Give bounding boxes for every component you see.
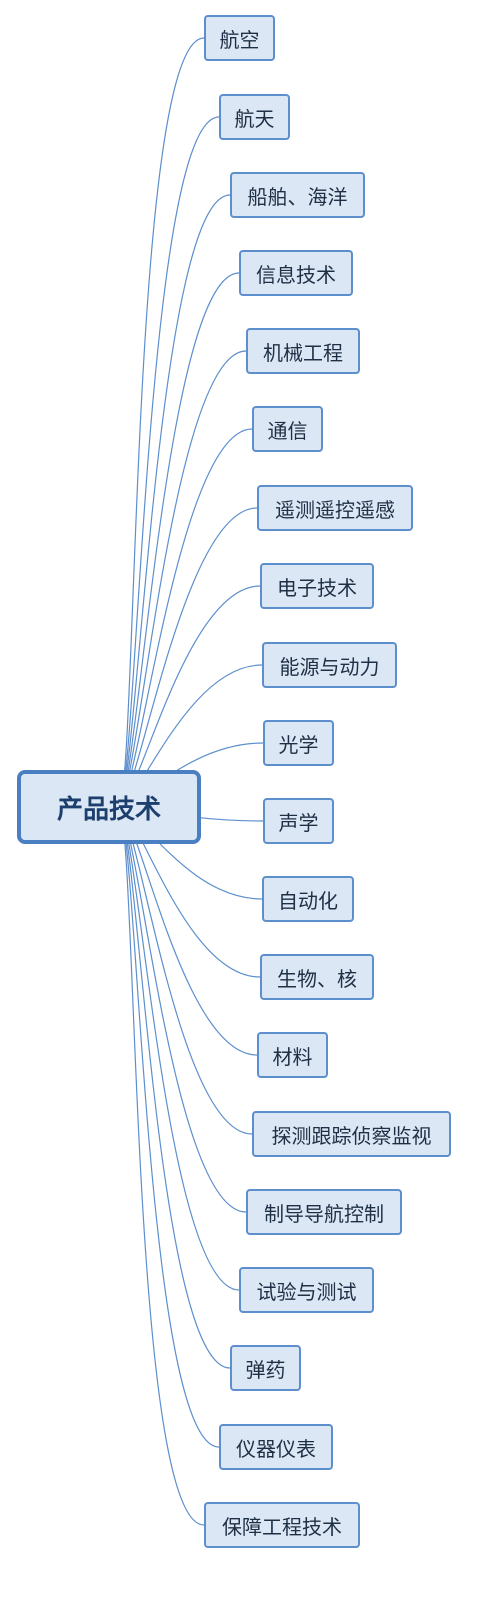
connector-line xyxy=(117,350,247,808)
connector-line xyxy=(117,806,205,1526)
child-node[interactable]: 材料 xyxy=(257,1032,328,1078)
child-node[interactable]: 信息技术 xyxy=(239,250,353,296)
connector-line xyxy=(117,194,231,808)
child-node[interactable]: 生物、核 xyxy=(260,954,374,1000)
child-node[interactable]: 航空 xyxy=(204,15,275,61)
child-node[interactable]: 弹药 xyxy=(230,1345,301,1391)
child-node[interactable]: 保障工程技术 xyxy=(204,1502,360,1548)
connector-line xyxy=(117,428,253,808)
connector-line xyxy=(117,272,240,808)
connector-line xyxy=(117,37,205,808)
child-node[interactable]: 声学 xyxy=(263,798,334,844)
connector-line xyxy=(117,806,240,1291)
child-node[interactable]: 制导导航控制 xyxy=(246,1189,402,1235)
child-node[interactable]: 通信 xyxy=(252,406,323,452)
child-node[interactable]: 能源与动力 xyxy=(262,642,397,688)
root-node-product-technology[interactable]: 产品技术 xyxy=(17,770,201,844)
child-node[interactable]: 光学 xyxy=(263,720,334,766)
connector-line xyxy=(117,806,220,1448)
connector-line xyxy=(117,116,220,808)
child-node[interactable]: 船舶、海洋 xyxy=(230,172,365,218)
child-node[interactable]: 遥测遥控遥感 xyxy=(257,485,413,531)
connector-line xyxy=(117,806,258,1056)
child-node[interactable]: 电子技术 xyxy=(260,563,374,609)
child-node[interactable]: 试验与测试 xyxy=(239,1267,374,1313)
child-node[interactable]: 仪器仪表 xyxy=(219,1424,333,1470)
connector-line xyxy=(117,806,231,1369)
connector-line xyxy=(117,806,253,1135)
child-node[interactable]: 航天 xyxy=(219,94,290,140)
child-node[interactable]: 机械工程 xyxy=(246,328,360,374)
child-node[interactable]: 自动化 xyxy=(262,876,354,922)
child-node[interactable]: 探测跟踪侦察监视 xyxy=(252,1111,451,1157)
connector-line xyxy=(117,806,247,1213)
